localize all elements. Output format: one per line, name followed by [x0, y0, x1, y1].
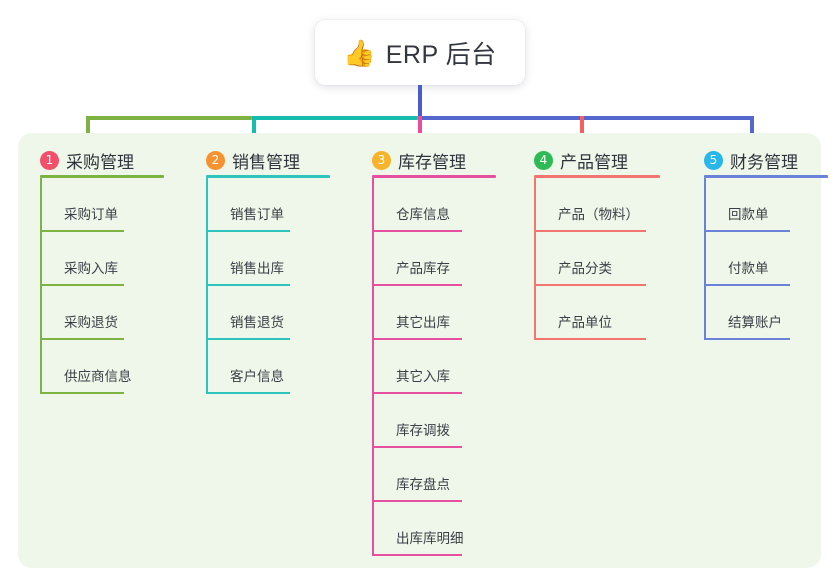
branch-number-badge-sales: 2: [206, 150, 225, 170]
leaf-node[interactable]: 仓库信息: [372, 178, 462, 232]
leaf-node[interactable]: 采购订单: [40, 178, 124, 232]
leaf-node[interactable]: 销售退货: [206, 286, 290, 340]
leaf-label: 其它入库: [396, 369, 450, 384]
leaf-label: 回款单: [728, 207, 769, 222]
branch-number-badge-inventory: 3: [372, 150, 391, 170]
leaf-node[interactable]: 供应商信息: [40, 340, 132, 394]
leaf-node[interactable]: 付款单: [704, 232, 790, 286]
leaf-underline: [206, 230, 290, 232]
root-node[interactable]: 👍 ERP 后台: [315, 20, 525, 85]
branch-spine-inventory: [372, 178, 374, 556]
leaf-label: 库存盘点: [396, 477, 450, 492]
leaf-node[interactable]: 产品库存: [372, 232, 462, 286]
leaf-label: 产品（物料）: [558, 207, 639, 222]
leaf-label: 销售出库: [230, 261, 284, 276]
leaf-label: 结算账户: [728, 315, 782, 330]
branch-number-badge-finance: 5: [704, 150, 723, 170]
leaf-underline: [534, 338, 646, 340]
leaf-node[interactable]: 回款单: [704, 178, 790, 232]
leaf-node[interactable]: 销售出库: [206, 232, 290, 286]
thumbs-up-icon: 👍: [343, 37, 376, 68]
leaf-node[interactable]: 结算账户: [704, 286, 790, 340]
branch-underline-purchase: [40, 175, 164, 178]
leaf-node[interactable]: 库存调拨: [372, 394, 462, 448]
leaf-label: 供应商信息: [64, 369, 132, 384]
leaf-underline: [372, 392, 462, 394]
bus-segment-teal: [252, 116, 418, 120]
leaf-label: 产品库存: [396, 261, 450, 276]
branch-underline-sales: [206, 175, 330, 178]
branch-title-finance: 财务管理: [730, 152, 798, 172]
leaf-node[interactable]: 销售订单: [206, 178, 290, 232]
leaf-underline: [704, 230, 790, 232]
bus-segment-green: [86, 116, 252, 120]
branch-underline-finance: [704, 175, 828, 178]
leaf-underline: [206, 392, 290, 394]
branch-spine-finance: [704, 178, 706, 340]
leaf-underline: [40, 284, 124, 286]
leaf-label: 付款单: [728, 261, 769, 276]
leaf-label: 仓库信息: [396, 207, 450, 222]
leaf-underline: [372, 284, 462, 286]
leaf-label: 其它出库: [396, 315, 450, 330]
leaf-label: 库存调拨: [396, 423, 450, 438]
branch-header-sales[interactable]: 2 销售管理: [184, 145, 300, 175]
leaf-node[interactable]: 产品单位: [534, 286, 646, 340]
leaf-node[interactable]: 采购入库: [40, 232, 124, 286]
leaf-label: 采购退货: [64, 315, 118, 330]
leaf-underline: [704, 284, 790, 286]
leaf-underline: [534, 284, 646, 286]
branches-panel: 1 采购管理采购订单采购入库采购退货供应商信息 2 销售管理销售订单销售出库销售退货客…: [18, 133, 828, 568]
leaf-underline: [206, 284, 290, 286]
leaf-underline: [40, 392, 124, 394]
branch-underline-product: [534, 175, 660, 178]
leaf-underline: [372, 230, 462, 232]
branch-title-sales: 销售管理: [232, 152, 300, 172]
leaf-node[interactable]: 采购退货: [40, 286, 124, 340]
leaf-underline: [206, 338, 290, 340]
leaf-label: 销售订单: [230, 207, 284, 222]
branch-title-inventory: 库存管理: [398, 152, 466, 172]
branch-header-product[interactable]: 4 产品管理: [512, 145, 628, 175]
branch-title-product: 产品管理: [560, 152, 628, 172]
leaf-label: 采购入库: [64, 261, 118, 276]
leaf-underline: [372, 338, 462, 340]
leaf-node[interactable]: 其它出库: [372, 286, 462, 340]
branch-number-badge-purchase: 1: [40, 150, 59, 170]
leaf-underline: [704, 338, 790, 340]
branch-header-inventory[interactable]: 3 库存管理: [350, 145, 466, 175]
leaf-node[interactable]: 出库库明细: [372, 502, 464, 556]
leaf-underline: [40, 338, 124, 340]
leaf-node[interactable]: 其它入库: [372, 340, 462, 394]
bus-segment-blue: [418, 116, 754, 120]
root-title: ERP 后台: [385, 40, 497, 69]
leaf-underline: [372, 500, 462, 502]
branch-underline-inventory: [372, 175, 496, 178]
leaf-label: 产品单位: [558, 315, 612, 330]
leaf-underline: [40, 230, 124, 232]
leaf-underline: [372, 446, 462, 448]
branch-number-badge-product: 4: [534, 150, 553, 170]
branch-spine-purchase: [40, 178, 42, 394]
branch-header-purchase[interactable]: 1 采购管理: [18, 145, 134, 175]
branch-title-purchase: 采购管理: [66, 152, 134, 172]
leaf-label: 采购订单: [64, 207, 118, 222]
branch-spine-product: [534, 178, 536, 340]
leaf-label: 出库库明细: [396, 531, 464, 546]
leaf-node[interactable]: 产品分类: [534, 232, 646, 286]
leaf-label: 客户信息: [230, 369, 284, 384]
leaf-label: 产品分类: [558, 261, 612, 276]
leaf-underline: [534, 230, 646, 232]
leaf-node[interactable]: 产品（物料）: [534, 178, 646, 232]
branch-header-finance[interactable]: 5 财务管理: [682, 145, 798, 175]
leaf-node[interactable]: 库存盘点: [372, 448, 462, 502]
branch-spine-sales: [206, 178, 208, 394]
leaf-label: 销售退货: [230, 315, 284, 330]
leaf-underline: [372, 554, 462, 556]
leaf-node[interactable]: 客户信息: [206, 340, 290, 394]
root-trunk-connector: [418, 85, 422, 120]
